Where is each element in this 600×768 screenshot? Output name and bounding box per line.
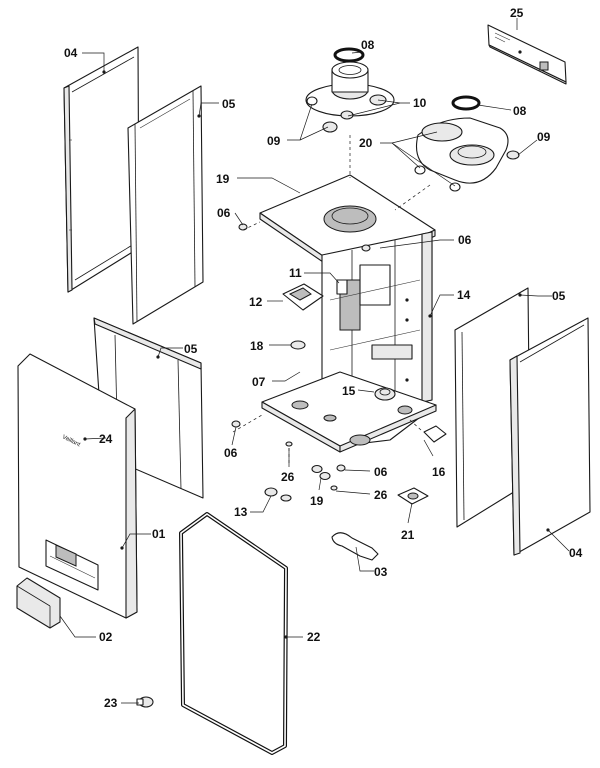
part-09-screw-right [506, 150, 520, 160]
part-22-seal-gasket [179, 512, 288, 755]
callout-05-middle: 05 [184, 342, 198, 356]
callout-06-upper-left: 06 [217, 206, 231, 220]
callout-06-lower-right: 06 [374, 465, 388, 479]
callout-08-right: 08 [513, 104, 527, 118]
callout-06-upper-right: 06 [458, 233, 472, 247]
callout-01: 01 [152, 527, 166, 541]
callout-11: 11 [289, 266, 302, 280]
callout-20: 20 [359, 136, 373, 150]
part-04-left-side-panel [63, 46, 140, 293]
callout-10: 10 [413, 96, 427, 110]
part-20-flue-connector [414, 117, 509, 192]
part-14-chassis-frame [321, 231, 433, 421]
callout-04-right: 04 [569, 546, 583, 560]
callout-16: 16 [432, 465, 446, 479]
callout-09-left: 09 [267, 134, 281, 148]
callout-23: 23 [104, 696, 118, 710]
part-01-front-casing: Vaillant [17, 353, 138, 619]
part-21-clip [397, 487, 429, 505]
callout-24: 24 [99, 432, 113, 446]
callout-26-left: 26 [281, 470, 295, 484]
part-11-sensor [336, 279, 348, 295]
part-08-seal-ring-top [333, 47, 365, 63]
callout-08-top: 08 [361, 38, 375, 52]
callout-03: 03 [374, 565, 388, 579]
part-10-flue-adaptor [305, 61, 395, 117]
callout-18: 18 [250, 339, 264, 353]
part-15-fan-ring [374, 387, 396, 401]
leader-end-dots [83, 70, 550, 639]
callout-05-right: 05 [552, 289, 566, 303]
callout-19-bottom: 19 [310, 494, 324, 508]
callout-21: 21 [401, 528, 415, 542]
callout-05-upper: 05 [222, 97, 236, 111]
part-18-grommet [290, 340, 306, 350]
part-19-fittings [311, 464, 331, 481]
callout-25: 25 [510, 6, 524, 20]
callout-04-top-left: 04 [64, 46, 78, 60]
part-12-bracket [282, 283, 324, 311]
part-25-data-plate [487, 24, 567, 85]
part-05-side-panel-upper [127, 85, 204, 325]
callout-19-top: 19 [216, 172, 230, 186]
part-16-connector [423, 425, 447, 443]
callout-14: 14 [457, 288, 471, 302]
part-13-nipples [264, 487, 292, 502]
callout-02: 02 [99, 630, 113, 644]
callout-07: 07 [252, 375, 266, 389]
callout-26-right: 26 [374, 488, 388, 502]
callout-12: 12 [249, 295, 263, 309]
callout-13: 13 [234, 505, 248, 519]
part-04-right-side-panel [509, 317, 591, 556]
part-08-seal-ring-right [451, 95, 481, 111]
part-02-lower-flap [16, 577, 61, 629]
callouts: 04 05 05 05 04 01 02 03 08 08 09 09 10 2… [64, 6, 583, 710]
part-26-screws [285, 441, 338, 491]
callout-15: 15 [342, 384, 356, 398]
part-23-screw [136, 696, 154, 708]
callout-09-right: 09 [537, 130, 551, 144]
callout-06-lower-left: 06 [224, 446, 238, 460]
part-03-hook-bracket [331, 532, 379, 561]
leader-lines [59, 18, 570, 704]
callout-22: 22 [307, 630, 321, 644]
